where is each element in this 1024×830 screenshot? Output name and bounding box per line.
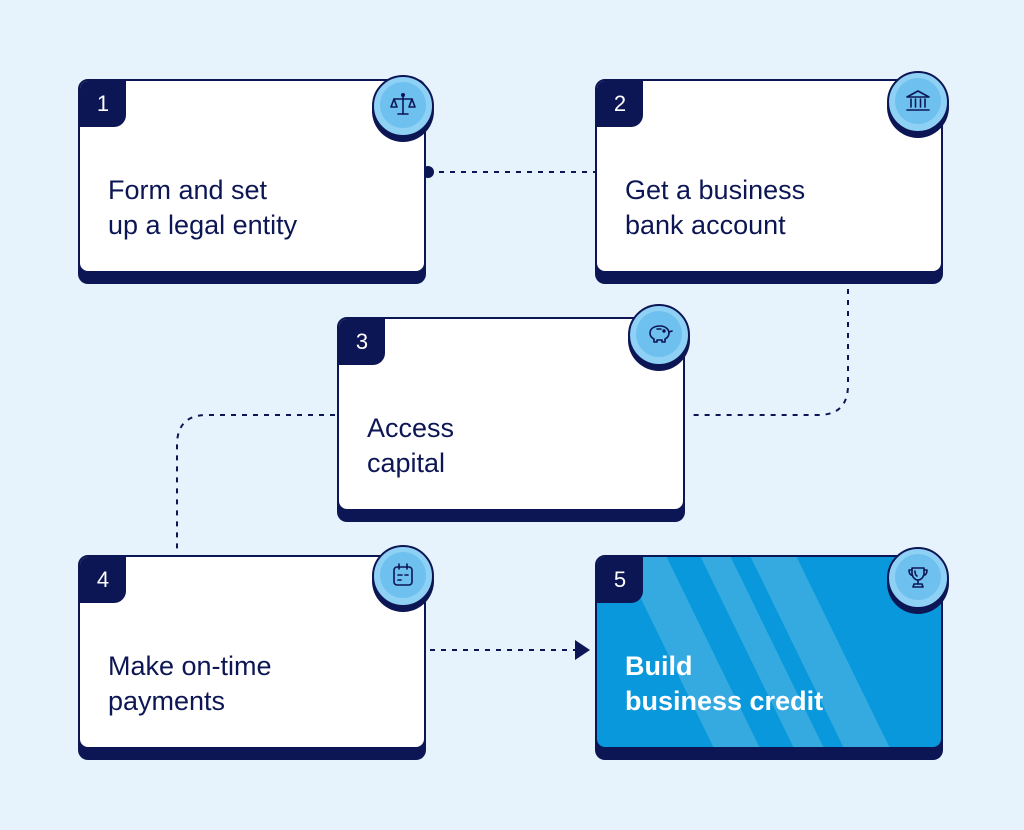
step-label-line: up a legal entity xyxy=(108,210,298,240)
step-number: 2 xyxy=(597,81,643,127)
step-number: 4 xyxy=(80,557,126,603)
step-card-1: 1 Form and set up a legal entity xyxy=(78,79,426,273)
piggy-bank-icon xyxy=(628,304,690,366)
step-label: Access capital xyxy=(367,411,454,481)
step-label: Build business credit xyxy=(625,649,823,719)
step-label-line: Access xyxy=(367,413,455,443)
step-label: Form and set up a legal entity xyxy=(108,173,297,243)
connector-2-3 xyxy=(690,278,849,416)
step-label: Make on-time payments xyxy=(108,649,272,719)
step-card-3: 3 Access capital xyxy=(337,317,685,511)
step-card-5: 5 Build business credit xyxy=(595,555,943,749)
step-number: 5 xyxy=(597,557,643,603)
step-number: 3 xyxy=(339,319,385,365)
step-card-2: 2 Get a business bank account xyxy=(595,79,943,273)
step-label-line: Build xyxy=(625,651,693,681)
step-label-line: capital xyxy=(367,448,446,478)
bank-icon xyxy=(887,71,949,133)
trophy-icon xyxy=(887,547,949,609)
scales-icon xyxy=(372,75,434,137)
step-card-4: 4 Make on-time payments xyxy=(78,555,426,749)
step-label-line: payments xyxy=(108,686,226,716)
connector-3-4 xyxy=(176,414,335,552)
step-label-line: business credit xyxy=(625,686,824,716)
step-number: 1 xyxy=(80,81,126,127)
calendar-icon xyxy=(372,545,434,607)
step-label-line: Get a business xyxy=(625,175,806,205)
step-label: Get a business bank account xyxy=(625,173,805,243)
step-label-line: Make on-time xyxy=(108,651,272,681)
step-label-line: Form and set xyxy=(108,175,268,205)
arrow-head-icon xyxy=(575,640,590,660)
step-label-line: bank account xyxy=(625,210,786,240)
